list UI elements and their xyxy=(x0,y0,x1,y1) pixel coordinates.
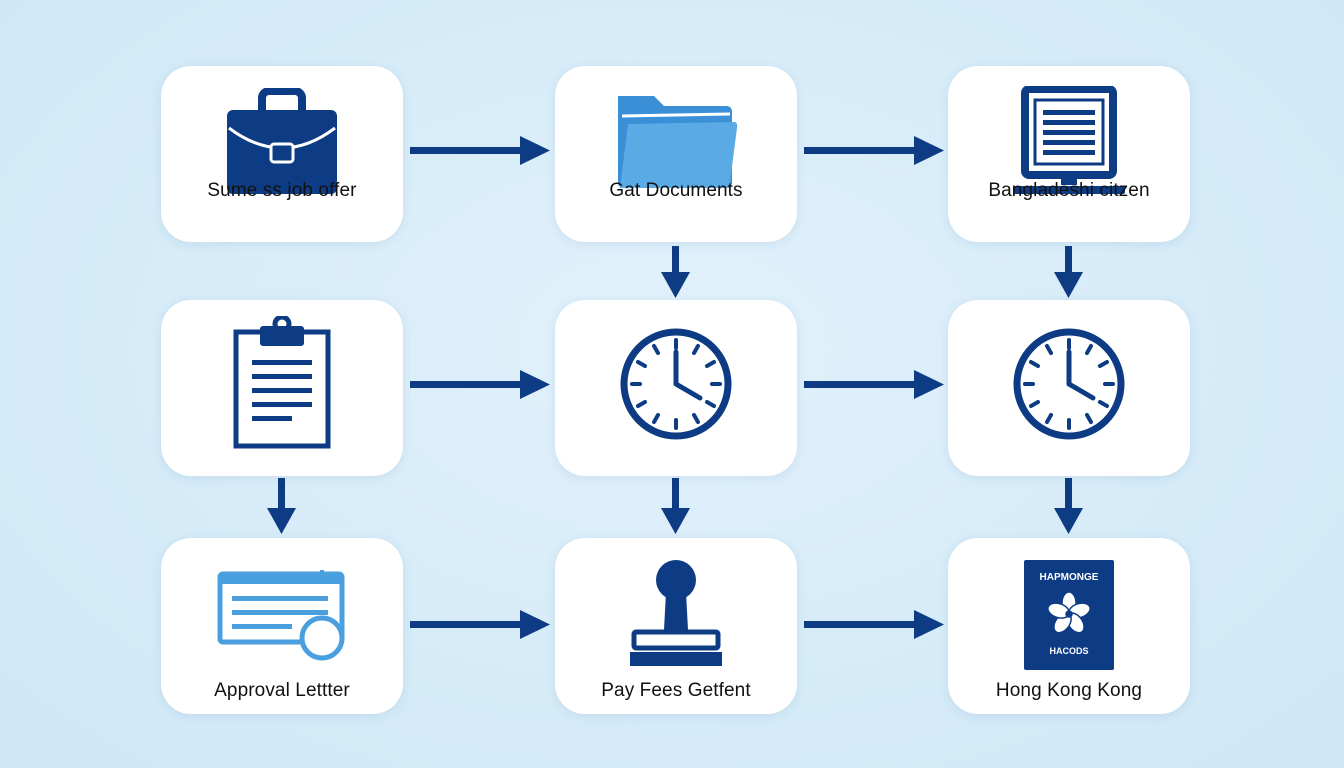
arrow-n1-n2 xyxy=(410,136,550,165)
clock-icon xyxy=(555,326,797,442)
node-pay-fees: Pay Fees Getfent xyxy=(555,538,797,714)
node-label: Bangladeshi citzen xyxy=(988,180,1150,201)
stamp-icon xyxy=(555,560,797,670)
arrow-n2-n3 xyxy=(804,136,944,165)
passport-top-text: HAPMONGE xyxy=(1040,572,1099,583)
arrow-n8-n9 xyxy=(804,610,944,639)
passport-bottom-text: HACODS xyxy=(1049,646,1088,656)
folder-icon xyxy=(555,92,797,190)
node-label: Pay Fees Getfent xyxy=(601,680,751,701)
node-citizen: Bangladeshi citzen xyxy=(948,66,1190,242)
node-label: Sume ss job offer xyxy=(207,180,357,201)
clipboard-icon xyxy=(161,316,403,452)
arrow-n3-n6 xyxy=(1054,246,1083,298)
node-approval-letter: Approval Lettter xyxy=(161,538,403,714)
node-label: Approval Lettter xyxy=(214,680,350,701)
passport-icon: HAPMONGE HACODS xyxy=(948,558,1190,672)
arrow-n5-n6 xyxy=(804,370,944,399)
arrow-n4-n5 xyxy=(410,370,550,399)
node-label: Hong Kong Kong xyxy=(995,680,1143,701)
node-clipboard xyxy=(161,300,403,476)
arrow-n7-n8 xyxy=(410,610,550,639)
node-documents: Gat Documents xyxy=(555,66,797,242)
certificate-icon xyxy=(161,568,403,668)
briefcase-icon xyxy=(161,88,403,196)
node-job-offer: Sume ss job offer xyxy=(161,66,403,242)
node-clock-middle xyxy=(555,300,797,476)
node-label: Gat Documents xyxy=(609,180,743,201)
clock-icon xyxy=(948,326,1190,442)
arrow-n6-n9 xyxy=(1054,478,1083,534)
node-clock-right xyxy=(948,300,1190,476)
computer-monitor-icon xyxy=(948,86,1190,202)
arrow-n2-n5 xyxy=(661,246,690,298)
arrow-n4-n7 xyxy=(267,478,296,534)
arrow-n5-n8 xyxy=(661,478,690,534)
node-hong-kong: HAPMONGE HACODS Hong Kong Kong xyxy=(948,538,1190,714)
